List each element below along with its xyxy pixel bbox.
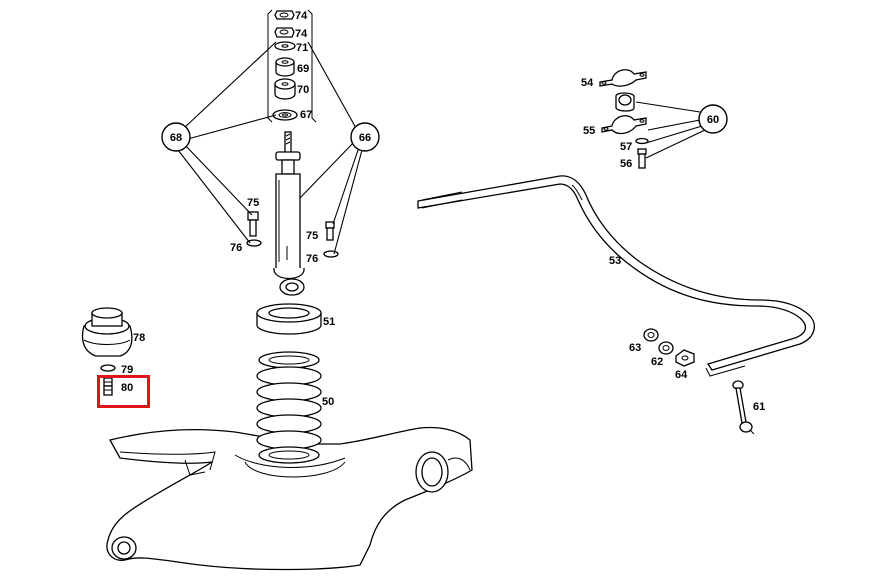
label-67: 67 bbox=[300, 109, 312, 121]
label-76-left: 76 bbox=[230, 242, 242, 254]
label-56: 56 bbox=[620, 158, 632, 170]
svg-text:66: 66 bbox=[359, 132, 371, 144]
mount-kit-group bbox=[267, 9, 317, 123]
label-79: 79 bbox=[121, 364, 133, 376]
part-labels: 74 74 71 69 70 67 75 76 75 76 51 50 78 7… bbox=[121, 10, 765, 413]
clamp-54[interactable] bbox=[599, 69, 647, 87]
label-53: 53 bbox=[609, 255, 621, 267]
highlight-box bbox=[97, 375, 150, 408]
label-57: 57 bbox=[620, 141, 632, 153]
label-51: 51 bbox=[323, 316, 335, 328]
svg-text:60: 60 bbox=[707, 114, 719, 126]
clamp-55[interactable] bbox=[601, 115, 647, 135]
bolt-75-left[interactable] bbox=[247, 211, 259, 237]
nut-64[interactable] bbox=[675, 349, 695, 367]
label-74-top: 74 bbox=[295, 10, 308, 22]
washer-76-left[interactable] bbox=[246, 239, 262, 247]
bushing-70[interactable] bbox=[274, 78, 296, 100]
lower-control-arm[interactable] bbox=[106, 426, 473, 571]
bump-stop-78[interactable] bbox=[81, 307, 133, 357]
label-69: 69 bbox=[297, 63, 309, 75]
coil-spring[interactable] bbox=[256, 351, 322, 464]
nut-74-lower[interactable] bbox=[274, 27, 295, 38]
label-64: 64 bbox=[675, 369, 688, 381]
label-76-right: 76 bbox=[306, 253, 318, 265]
washer-76-right[interactable] bbox=[323, 250, 339, 258]
bushing-sway[interactable] bbox=[615, 92, 635, 112]
label-75-left: 75 bbox=[247, 197, 259, 209]
bushing-63[interactable] bbox=[643, 328, 659, 342]
callout-60[interactable]: 60 bbox=[698, 104, 728, 134]
label-75-right: 75 bbox=[306, 230, 318, 242]
washer-79[interactable] bbox=[100, 364, 116, 372]
bolt-80[interactable] bbox=[103, 377, 113, 396]
bolt-56[interactable] bbox=[637, 148, 647, 169]
shock-absorber[interactable] bbox=[273, 131, 305, 296]
label-54: 54 bbox=[581, 77, 594, 89]
label-78: 78 bbox=[133, 332, 145, 344]
end-link-61[interactable] bbox=[732, 380, 755, 435]
label-71: 71 bbox=[296, 42, 308, 54]
leader-lines bbox=[177, 41, 706, 255]
label-63: 63 bbox=[629, 342, 641, 354]
label-61: 61 bbox=[753, 401, 765, 413]
callout-66[interactable]: 66 bbox=[350, 122, 380, 152]
nut-74-top[interactable] bbox=[274, 10, 295, 20]
label-55: 55 bbox=[583, 125, 595, 137]
bolt-75-right[interactable] bbox=[325, 221, 335, 241]
washer-71[interactable] bbox=[274, 41, 296, 51]
callout-68[interactable]: 68 bbox=[161, 122, 191, 152]
label-70: 70 bbox=[297, 84, 309, 96]
label-80: 80 bbox=[121, 382, 133, 394]
bushing-62[interactable] bbox=[658, 341, 674, 355]
svg-text:68: 68 bbox=[170, 132, 182, 144]
label-74-lower: 74 bbox=[295, 28, 308, 40]
washer-57[interactable] bbox=[635, 137, 649, 145]
label-50: 50 bbox=[322, 396, 334, 408]
bushing-69[interactable] bbox=[275, 57, 295, 77]
label-62: 62 bbox=[651, 356, 663, 368]
sway-bar[interactable] bbox=[417, 175, 815, 377]
spring-pad[interactable] bbox=[256, 303, 322, 335]
washer-67[interactable] bbox=[272, 109, 298, 121]
